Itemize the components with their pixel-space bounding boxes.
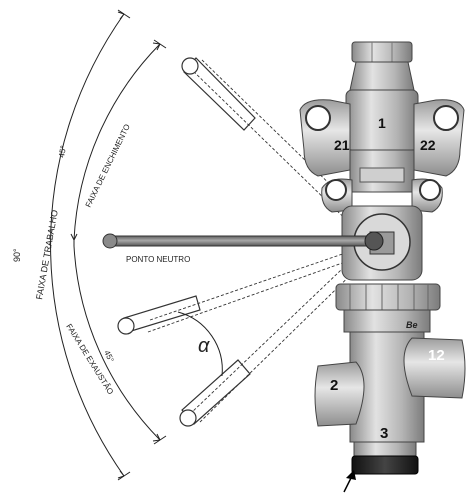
lever-guide-lines <box>147 59 378 423</box>
bottom-dark-cap <box>351 455 419 475</box>
lever-position-filling <box>181 57 256 131</box>
working-range-label: FAIXA DE TRABALHO <box>34 209 60 300</box>
neutral-point-label: PONTO NEUTRO <box>126 255 190 264</box>
lower-left-hole <box>325 179 347 201</box>
port-12-label: 12 <box>428 347 445 364</box>
lever-neutral <box>102 231 384 251</box>
port-21-label: 21 <box>334 137 350 153</box>
knurled-ring <box>335 283 441 311</box>
text-labels: 90° FAIXA DE TRABALHO 45° FAIXA DE ENCHI… <box>12 123 210 396</box>
filling-range-label: FAIXA DE ENCHIMENTO <box>84 123 132 209</box>
filling-range-arc <box>73 43 161 241</box>
port-2-label: 2 <box>330 377 338 394</box>
alpha-arc <box>177 311 223 377</box>
right-mount-hole <box>433 105 459 131</box>
port-3-label: 3 <box>380 425 388 442</box>
lever-position-exhaust-partial <box>117 295 201 335</box>
port-labels: 1 21 22 2 12 3 Be <box>330 115 445 442</box>
working-range-arc <box>50 13 125 477</box>
brand-mark: Be <box>406 320 418 330</box>
filling-angle-label: 45° <box>57 145 68 158</box>
lower-right-hole <box>419 179 441 201</box>
lever-position-exhaust-full <box>179 359 251 427</box>
dimension-arcs <box>50 9 167 481</box>
port-22-label: 22 <box>420 137 436 153</box>
valve-body <box>299 41 466 475</box>
port-1-label: 1 <box>378 115 386 131</box>
top-hex-cap <box>351 41 413 63</box>
exhaust-range-arc <box>73 245 161 441</box>
left-mount-hole <box>305 105 331 131</box>
port-12-boss <box>403 337 466 399</box>
pointer-arrow <box>343 470 356 493</box>
total-angle-label: 90° <box>12 248 22 262</box>
port-2-boss <box>314 361 365 427</box>
arrow-head-icon <box>346 470 356 480</box>
alpha-label: α <box>198 335 210 357</box>
